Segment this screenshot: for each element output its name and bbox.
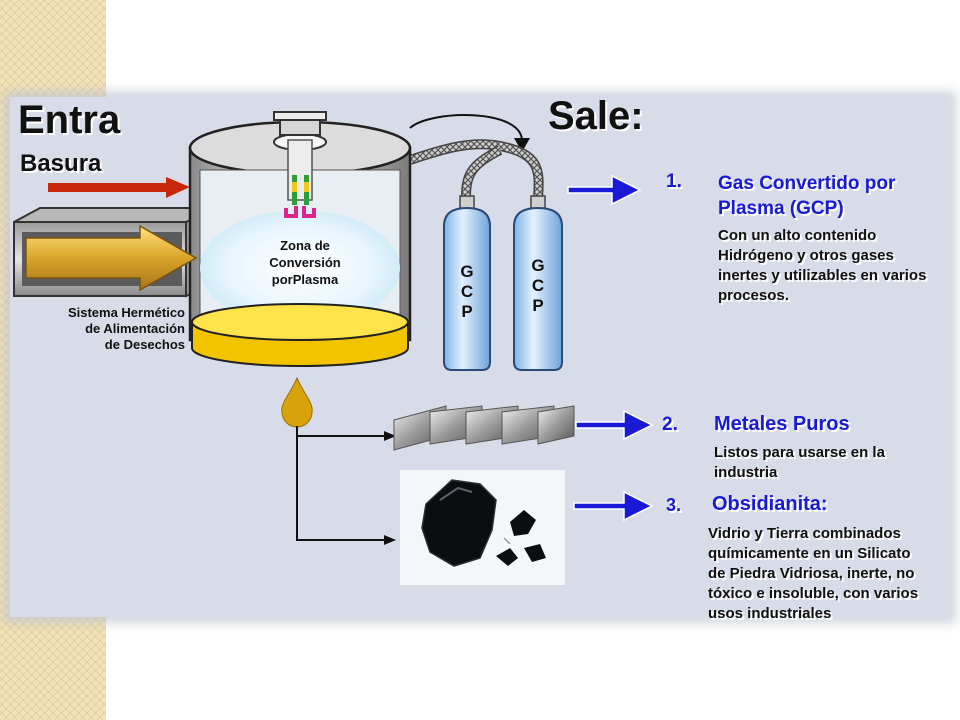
output-arrow-2 <box>575 409 654 441</box>
plasma-zone-line: Zona de <box>280 238 330 253</box>
output-1-heading-line: Gas Convertido por <box>718 173 896 194</box>
output-2-number: 2. <box>662 414 678 435</box>
output-1-description-line: procesos. <box>718 287 789 304</box>
output-1-heading: Gas Convertido por Plasma (GCP) <box>718 171 895 221</box>
gas-hose <box>408 139 544 199</box>
cylinder-letter: G <box>531 256 545 275</box>
output-1-number: 1. <box>666 171 682 192</box>
cylinder-letter: C <box>460 282 474 301</box>
cylinder-letter: P <box>461 302 473 321</box>
output-2-description-line: industria <box>714 464 778 481</box>
cylinder-2-label: G C P <box>528 256 548 316</box>
feed-system-label: Sistema Hermético de Alimentación de Des… <box>40 305 185 353</box>
output-1-description-line: Con un alto contenido <box>718 227 877 244</box>
cylinder-letter: P <box>532 296 544 315</box>
feed-system-line: de Alimentación <box>85 321 185 336</box>
feed-system-line: Sistema Hermético <box>67 305 185 320</box>
obsidianite-photo <box>400 470 565 585</box>
cylinder-letter: C <box>531 276 545 295</box>
output-2-heading: Metales Puros <box>714 413 850 435</box>
output-2-description-line: Listos para usarse en la <box>714 444 885 461</box>
output-3-description-line: de Piedra Vidriosa, inerte, no <box>708 565 915 582</box>
output-piping <box>296 426 396 545</box>
sale-title: Sale: <box>548 94 644 138</box>
output-1-description-line: Hidrógeno y otros gases <box>718 247 894 264</box>
output-1-description: Con un alto contenido Hidrógeno y otros … <box>718 226 926 306</box>
plasma-zone-label: Zona de Conversión porPlasma <box>250 237 360 288</box>
gas-cylinders <box>443 195 563 371</box>
basura-label: Basura <box>20 150 102 177</box>
cylinder-1-label: G C P <box>457 262 477 322</box>
top-curved-arrow <box>409 114 530 152</box>
output-2-description: Listos para usarse en la industria <box>714 443 885 483</box>
feed-system-line: de Desechos <box>104 337 185 352</box>
output-arrow-1 <box>567 174 642 206</box>
output-3-heading: Obsidianita: <box>712 493 828 515</box>
entra-title: Entra <box>18 98 121 142</box>
output-3-description: Vidrio y Tierra combinados químicamente … <box>708 524 918 624</box>
plasma-zone-line: porPlasma <box>271 272 339 287</box>
metal-bars <box>393 405 575 451</box>
output-arrow-3 <box>573 490 654 522</box>
feed-arrow <box>25 224 198 292</box>
waste-input-arrow <box>48 177 190 198</box>
output-3-number: 3. <box>666 495 682 515</box>
plasma-zone-line: Conversión <box>269 255 341 270</box>
output-1-description-line: inertes y utilizables en varios <box>718 267 927 284</box>
output-1-heading-line: Plasma (GCP) <box>718 198 844 219</box>
output-3-description-line: químicamente en un Silicato <box>708 545 911 562</box>
output-3-description-line: usos industriales <box>708 605 832 622</box>
plasma-reactor <box>188 111 412 428</box>
output-3-description-line: Vidrio y Tierra combinados <box>708 525 901 542</box>
cylinder-letter: G <box>460 262 474 281</box>
output-3-description-line: tóxico e insoluble, con varios <box>708 585 919 602</box>
